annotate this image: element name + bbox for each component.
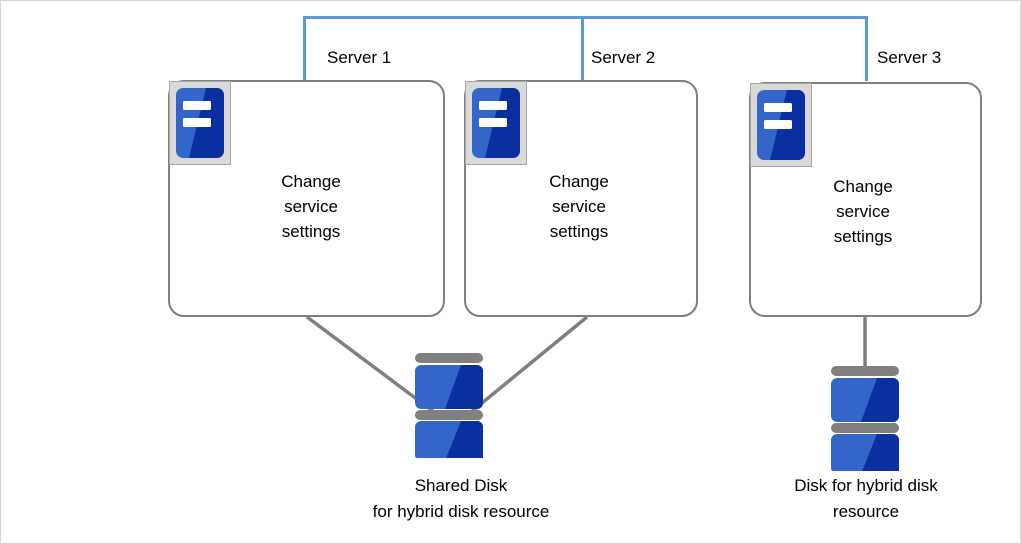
server-1-body-line-3: settings xyxy=(281,222,341,241)
server-3-body-line-3: settings xyxy=(833,227,893,246)
hybrid-disk-caption: Disk for hybrid disk resource xyxy=(741,473,991,525)
shared-disk-icon[interactable] xyxy=(413,353,485,463)
server-group-bracket-drop-2 xyxy=(581,16,584,81)
server-3-body-text: Change service settings xyxy=(793,174,933,249)
disk-stack-icon xyxy=(831,366,899,474)
hybrid-disk-caption-line-2: resource xyxy=(832,502,900,521)
server-group-bracket-drop-1 xyxy=(303,16,306,81)
server-1-body-text: Change service settings xyxy=(241,169,381,244)
server-2-label: Server 2 xyxy=(591,48,656,67)
server-icon-glyph xyxy=(757,90,805,160)
server-icon xyxy=(169,81,231,165)
server-3-body-line-1: Change xyxy=(833,177,893,196)
shared-disk-caption-line-2: for hybrid disk resource xyxy=(372,502,550,521)
server-2-box[interactable] xyxy=(464,80,698,317)
hybrid-disk-caption-line-1: Disk for hybrid disk xyxy=(794,476,938,495)
server-2-body-line-3: settings xyxy=(549,222,609,241)
server-icon-glyph xyxy=(176,88,224,158)
server-1-body-line-2: service xyxy=(284,197,338,216)
server-group-bracket-horizontal xyxy=(303,16,868,19)
hybrid-disk-icon[interactable] xyxy=(829,366,901,476)
server-3-label: Server 3 xyxy=(877,48,942,67)
server-2-body-line-2: service xyxy=(552,197,606,216)
server-1-label: Server 1 xyxy=(327,48,392,67)
server-2-body-line-1: Change xyxy=(549,172,609,191)
server-1-body-line-1: Change xyxy=(281,172,341,191)
shared-disk-caption: Shared Disk for hybrid disk resource xyxy=(331,473,591,525)
server-group-bracket-drop-3 xyxy=(865,16,868,81)
server-icon-glyph xyxy=(472,88,520,158)
shared-disk-caption-line-1: Shared Disk xyxy=(414,476,508,495)
server-icon xyxy=(750,83,812,167)
server-2-body-text: Change service settings xyxy=(509,169,649,244)
disk-stack-icon xyxy=(415,353,483,461)
server-3-body-line-2: service xyxy=(836,202,890,221)
server-icon xyxy=(465,81,527,165)
